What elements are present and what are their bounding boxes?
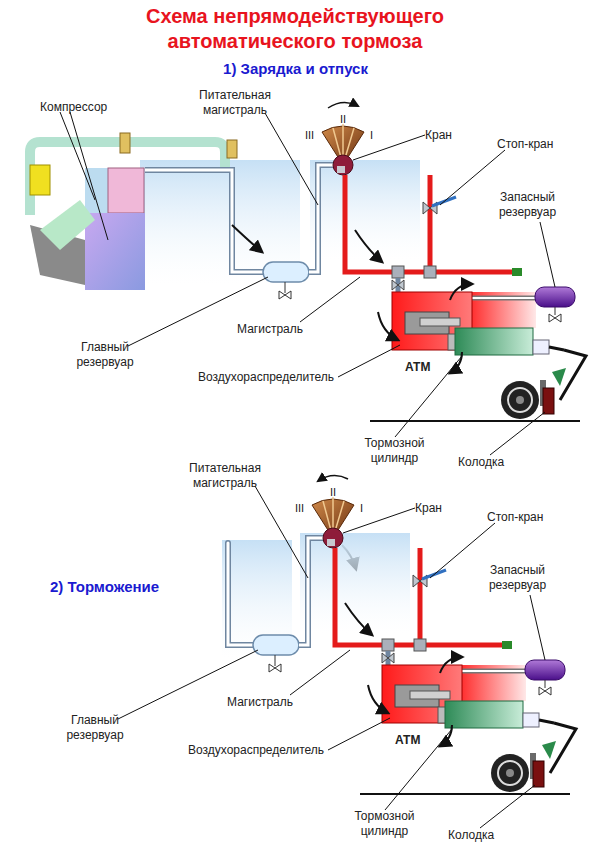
compressor-pipe [145, 170, 263, 272]
part-label: Воздухораспределитель [198, 370, 334, 385]
part-label: Запасный резервуар [480, 190, 575, 220]
position-mark: I [360, 501, 363, 516]
part-label: Колодка [448, 828, 494, 843]
brake-rig [118, 486, 576, 828]
part-label: Стоп-кран [487, 510, 543, 525]
part-label: Воздухораспределитель [188, 743, 324, 758]
leader-line [70, 112, 108, 240]
compressor-pipe-inner [145, 170, 263, 272]
position-mark: II [330, 485, 336, 500]
position-mark: II [340, 112, 346, 127]
part-label: Колодка [458, 455, 504, 470]
governor [30, 165, 50, 195]
compressor-head [108, 168, 144, 213]
compressor-crankcase [85, 213, 145, 290]
part-label: Кран [415, 501, 442, 516]
supply-stub-inner [228, 543, 253, 645]
section-heading: 2) Торможение [50, 578, 159, 596]
position-mark: III [295, 501, 304, 516]
compressor-body [85, 168, 145, 290]
panel-charging [30, 102, 586, 455]
part-label: Питательная магистраль [190, 88, 280, 118]
part-label: Магистраль [227, 695, 293, 710]
part-label: Стоп-кран [497, 137, 553, 152]
part-label: Питательная магистраль [180, 461, 270, 491]
panel-braking [118, 475, 576, 828]
handle-arrow [318, 475, 348, 481]
brake-rig [128, 113, 586, 455]
part-label: Магистраль [237, 322, 303, 337]
part-label: Главный резервуар [55, 713, 135, 743]
position-mark: I [370, 128, 373, 143]
part-label: Главный резервуар [65, 340, 145, 370]
diagram-title: Схема непрямодействующего автоматическог… [125, 4, 465, 54]
part-label: Компрессор [40, 100, 107, 115]
position-mark: III [305, 128, 314, 143]
safety-valve [227, 140, 237, 158]
part-label: Запасный резервуар [470, 563, 565, 593]
handle-arrow [328, 102, 358, 108]
part-label: АТМ [405, 360, 430, 375]
section-heading: 1) Зарядка и отпуск [0, 60, 591, 78]
part-label: АТМ [395, 733, 420, 748]
part-label: Кран [425, 128, 452, 143]
safety-valve [120, 133, 130, 153]
flow-arrow [232, 225, 262, 252]
compressor-drive [40, 200, 95, 250]
part-label: Тормозной цилиндр [342, 436, 447, 466]
part-label: Тормозной цилиндр [332, 809, 437, 839]
supply-stub [228, 543, 253, 645]
leader-line [60, 112, 95, 200]
